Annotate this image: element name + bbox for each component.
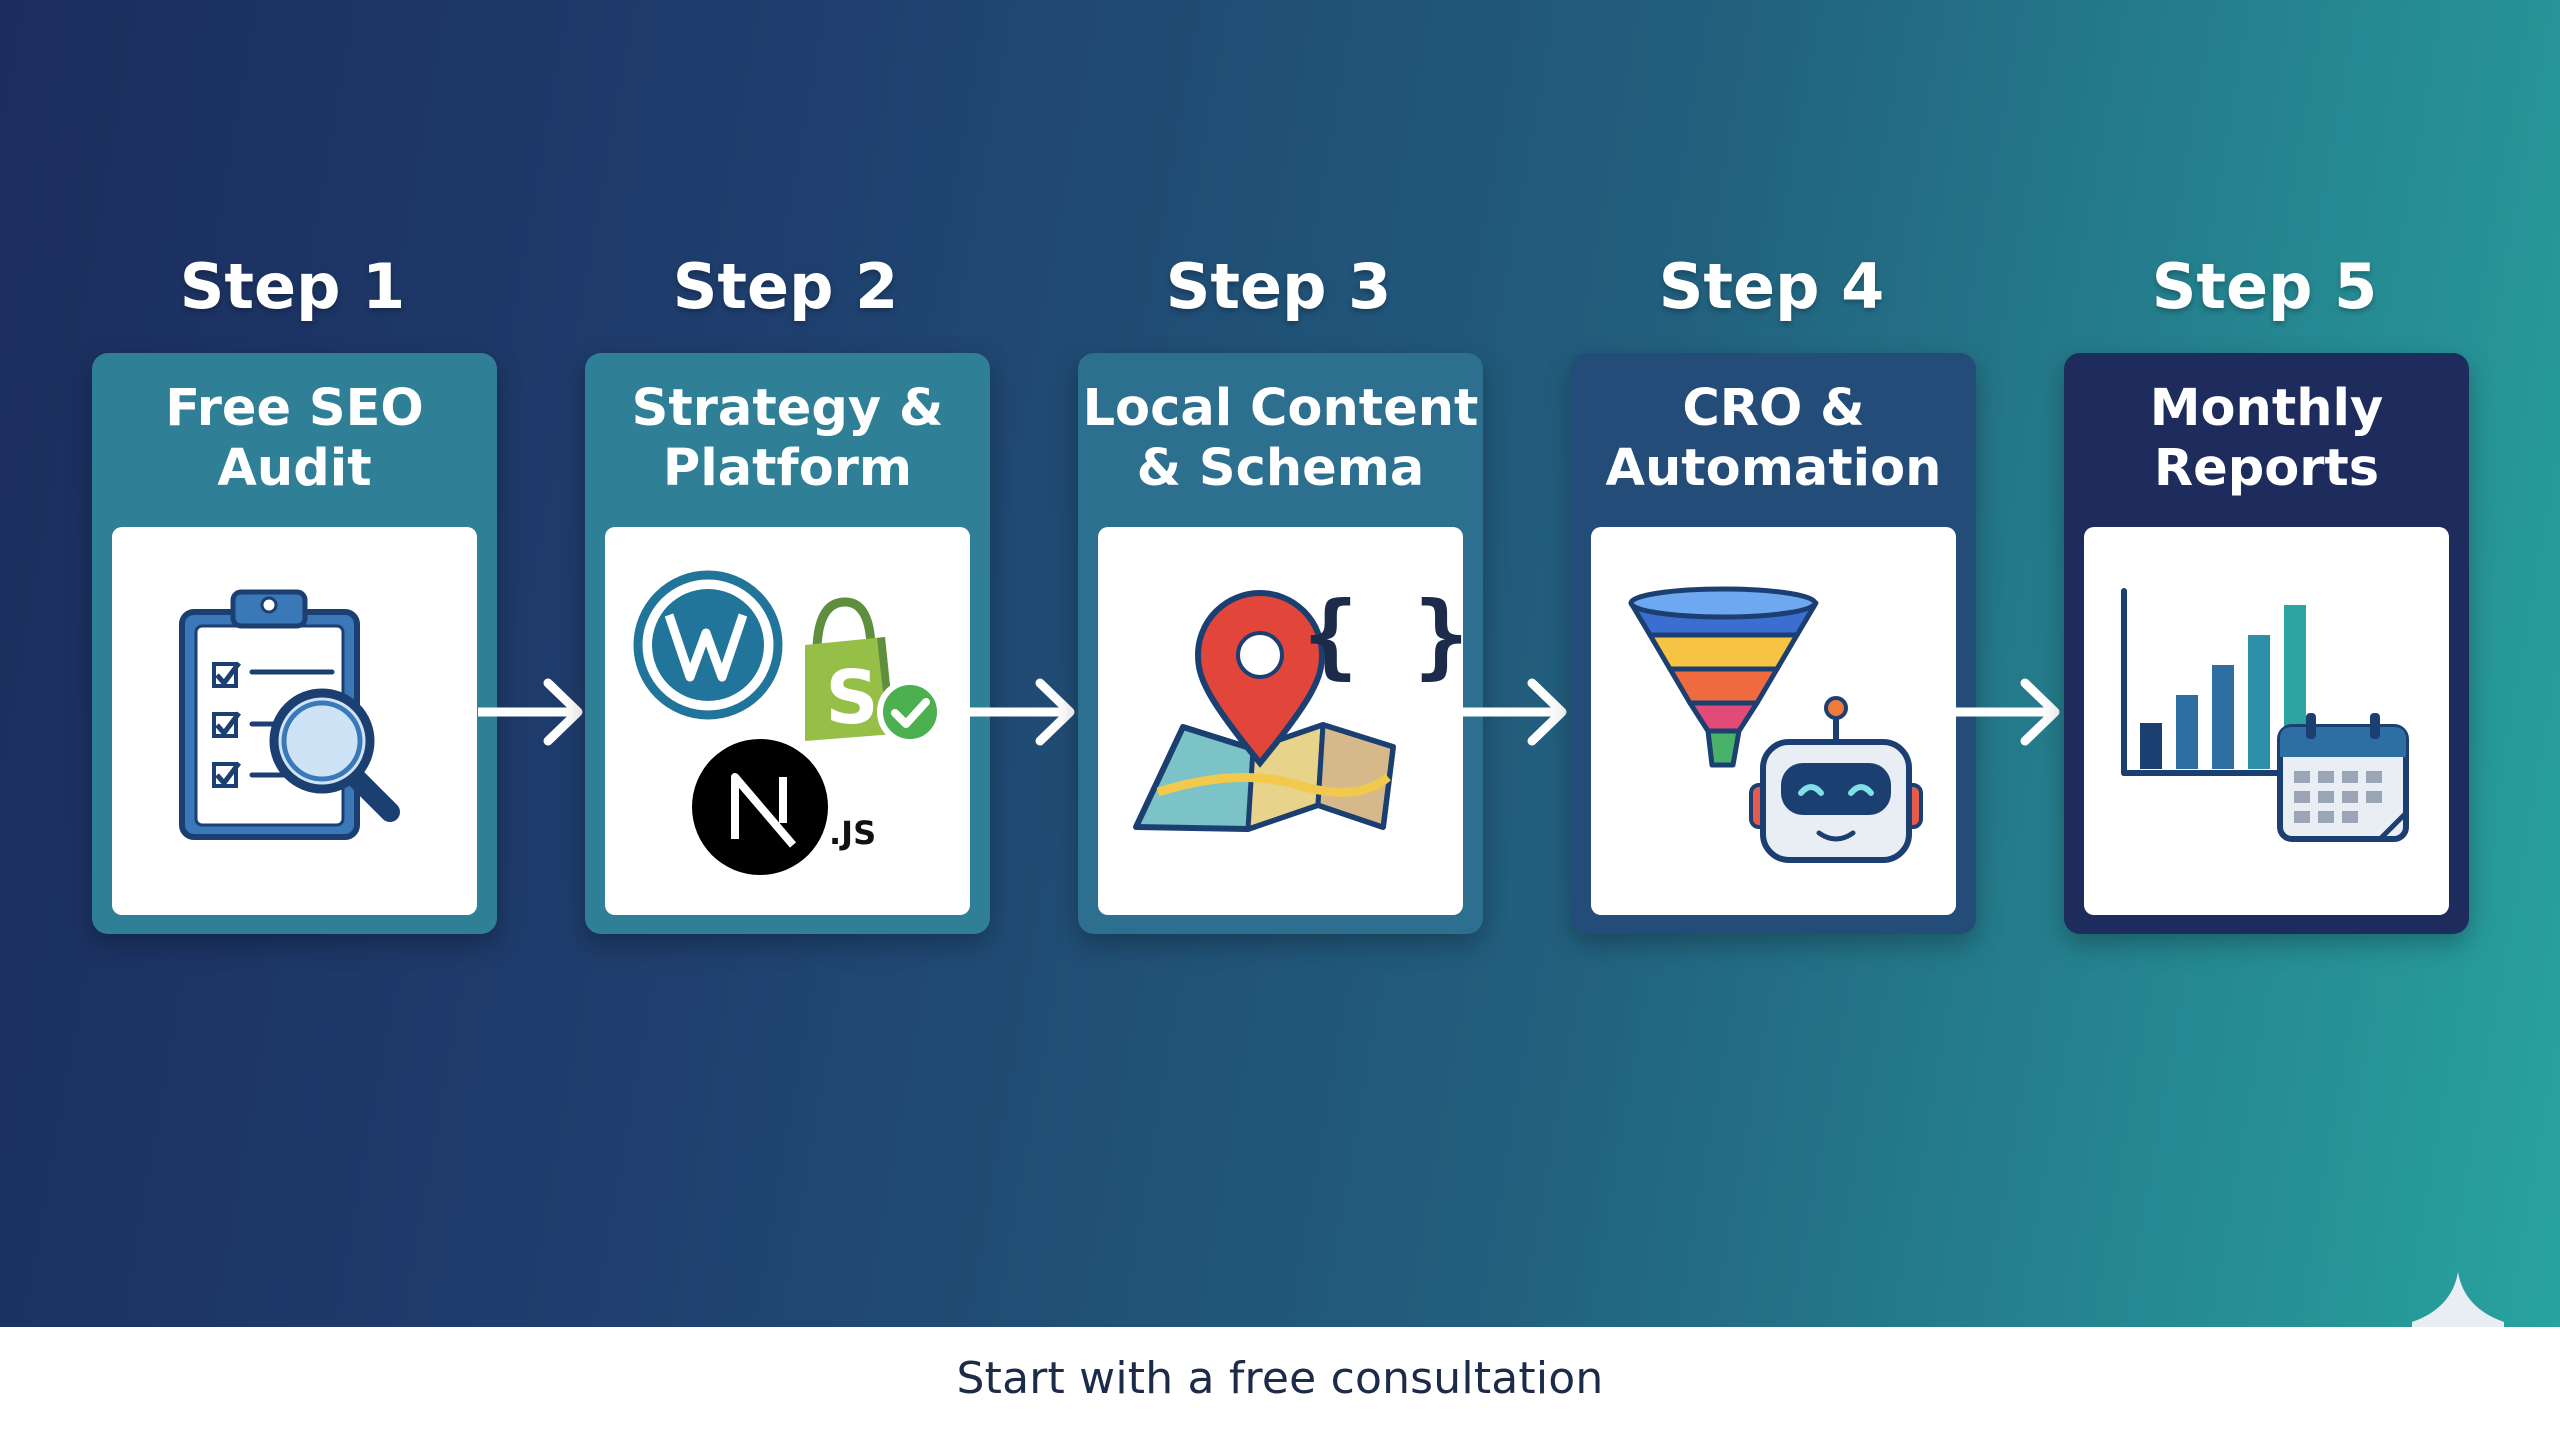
footer-cta-text: Start with a free consultation	[956, 1352, 1604, 1404]
nextjs-logo-text: .JS	[829, 814, 876, 852]
platform-logos-icon: S .JS	[633, 570, 943, 875]
calendar-icon	[2277, 713, 2409, 842]
process-diagram: Step 1 Free SEO Audit	[0, 0, 2560, 1327]
step-1-title: Free SEO Audit	[165, 379, 424, 498]
clipboard-magnifier-icon	[179, 589, 400, 840]
sparkle-icon	[2412, 1272, 2504, 1327]
step-1-card: Free SEO Audit	[92, 353, 497, 934]
step-5-title: Monthly Reports	[2149, 379, 2384, 498]
folded-map-icon	[1133, 722, 1396, 832]
step-5-card: Monthly Reports	[2064, 353, 2469, 934]
arrow-right-icon	[970, 678, 1075, 746]
footer-banner: Start with a free consultation	[0, 1327, 2560, 1429]
svg-text:S: S	[825, 655, 878, 741]
arrow-right-icon	[1462, 678, 1567, 746]
step-5-panel	[2084, 527, 2449, 915]
step-1-heading: Step 1	[179, 250, 406, 323]
step-2-panel: S .JS	[605, 527, 970, 915]
step-4-heading: Step 4	[1658, 250, 1885, 323]
bar-chart-calendar-icon	[2121, 588, 2409, 842]
step-3-card: Local Content & Schema { }	[1078, 353, 1483, 934]
step-1-panel	[112, 527, 477, 915]
shopify-logo-icon: S	[805, 597, 943, 745]
step-2-title: Strategy & Platform	[631, 379, 944, 498]
step-3-heading: Step 3	[1165, 250, 1392, 323]
step-2-heading: Step 2	[672, 250, 899, 323]
wordpress-logo-icon	[633, 570, 783, 720]
step-2-card: Strategy & Platform S	[585, 353, 990, 934]
step-3-panel: { }	[1098, 527, 1463, 915]
robot-icon	[1749, 696, 1923, 863]
nextjs-logo-icon: .JS	[692, 739, 876, 875]
funnel-robot-icon	[1628, 586, 1923, 863]
location-pin-icon	[1194, 590, 1326, 768]
step-4-card: CRO & Automation	[1571, 353, 1976, 934]
step-5-heading: Step 5	[2151, 250, 2378, 323]
code-braces-icon: { }	[1303, 582, 1463, 689]
step-4-panel	[1591, 527, 1956, 915]
map-pin-code-icon: { }	[1133, 582, 1463, 832]
step-3-title: Local Content & Schema	[1082, 379, 1479, 498]
arrow-right-icon	[1955, 678, 2060, 746]
step-4-title: CRO & Automation	[1605, 379, 1942, 498]
funnel-icon	[1628, 586, 1819, 768]
arrow-right-icon	[478, 678, 583, 746]
